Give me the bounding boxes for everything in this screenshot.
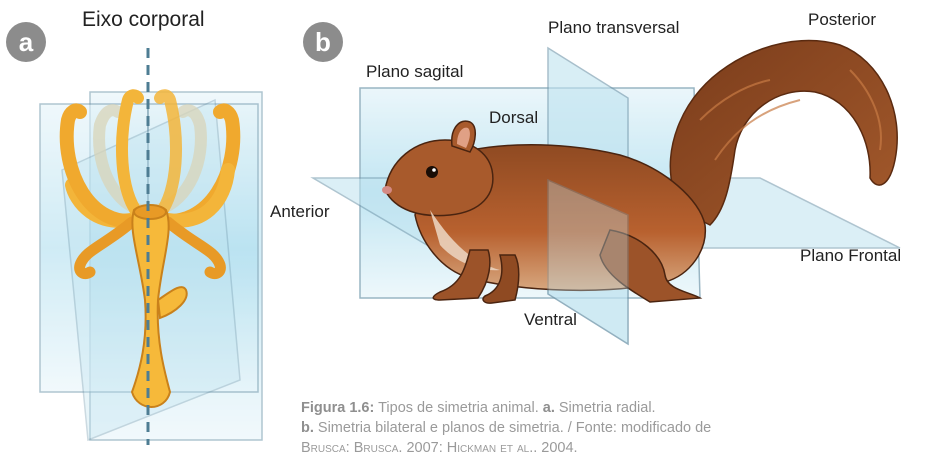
caption-intro: Tipos de simetria animal.	[374, 400, 542, 416]
panel-a-radial-organism	[40, 48, 262, 445]
caption-a-text: Simetria radial.	[555, 400, 656, 416]
transverse-plane-label: Plano transversal	[548, 18, 679, 38]
dorsal-label: Dorsal	[489, 108, 538, 128]
panel-a-badge: a	[6, 22, 46, 62]
caption-b-text: Simetria bilateral e planos de simetria.…	[314, 420, 711, 436]
caption-figure-number: Figura 1.6:	[301, 400, 374, 416]
anterior-label: Anterior	[270, 202, 330, 222]
posterior-label: Posterior	[808, 10, 876, 30]
ventral-label: Ventral	[524, 310, 577, 330]
caption-line-2: b. Simetria bilateral e planos de simetr…	[301, 418, 901, 438]
sagittal-plane-label: Plano sagital	[366, 62, 463, 82]
frontal-plane-label: Plano Frontal	[800, 246, 901, 266]
caption-b-marker: b.	[301, 420, 314, 436]
squirrel-eye-highlight	[432, 168, 436, 172]
squirrel-eye	[426, 166, 438, 178]
caption-line-1: Figura 1.6: Tipos de simetria animal. a.…	[301, 398, 901, 418]
panel-b-badge: b	[303, 22, 343, 62]
polyp-mouth	[134, 205, 166, 219]
squirrel-nose	[382, 186, 392, 194]
figure-caption: Figura 1.6: Tipos de simetria animal. a.…	[301, 398, 901, 452]
caption-line-3: Brusca; Brusca, 2007; Hickman et al., 20…	[301, 438, 901, 452]
body-axis-label: Eixo corporal	[82, 8, 205, 32]
caption-a-marker: a.	[543, 400, 555, 416]
